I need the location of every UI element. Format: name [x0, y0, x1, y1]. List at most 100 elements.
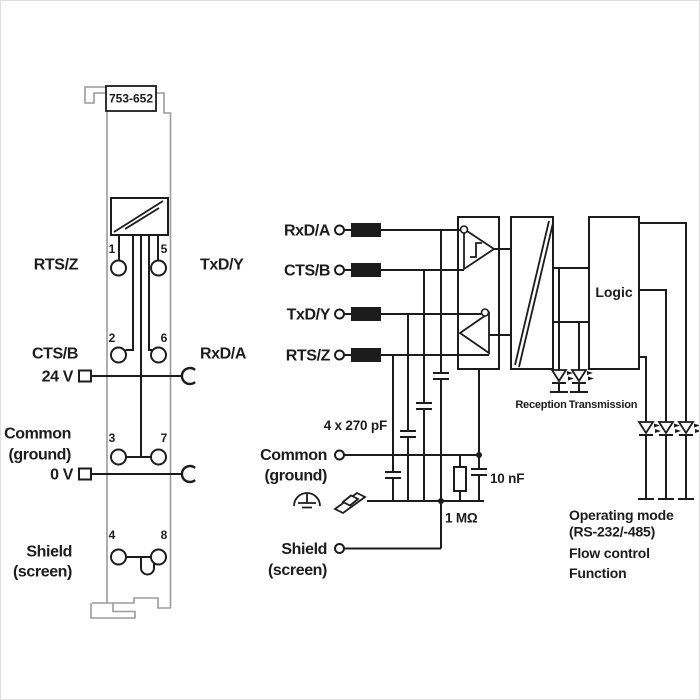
circuit-schematic: Logic [260, 216, 699, 581]
schematic-label-shield: Shield [281, 541, 327, 558]
schematic-wires [344, 222, 687, 550]
note-standard: (RS-232/-485) [569, 524, 655, 540]
led-arrow [695, 429, 699, 433]
logic-box [588, 216, 640, 370]
reception-led-icon [550, 369, 574, 393]
supply-0v-terminal-icon [78, 467, 92, 481]
terminal-common [334, 449, 345, 461]
part-number: 753-652 [109, 92, 153, 106]
earth-bars [298, 494, 316, 509]
status-led-3-icon [677, 421, 699, 500]
transmission-led-label: Transmission [569, 399, 638, 411]
module-label-ctsb: CTS/B [32, 346, 78, 363]
terminal-rtsz [334, 349, 345, 361]
led-cathode-bar [550, 382, 568, 393]
schematic-label-rxda: RxD/A [284, 223, 331, 240]
filter-block-txdy-icon [351, 307, 381, 321]
pin-7-label: 7 [161, 431, 168, 445]
filter-block-ctsb-icon [351, 263, 381, 277]
cap-10nf-value: 10 nF [490, 471, 524, 486]
led-arrow [568, 376, 574, 381]
led-cathode-bar [678, 434, 694, 500]
reception-led-label: Reception [515, 399, 567, 411]
led-triangle [677, 421, 695, 435]
filter-block-rtsz-icon [351, 348, 381, 362]
module-label-ground: (ground) [8, 447, 71, 464]
junction-dot-shield [438, 498, 444, 504]
module-label-screen: (screen) [13, 564, 72, 581]
transceiver-box [457, 216, 500, 370]
pin-6-contact [150, 346, 167, 364]
pin-7-contact [150, 448, 167, 466]
led-triangle [637, 421, 655, 435]
schematic-label-txdy: TxD/Y [287, 307, 331, 324]
schematic-label-screen: (screen) [268, 562, 327, 579]
module-label-txdy: TxD/Y [200, 257, 244, 274]
module-isolator-diagonal-icon [113, 200, 164, 233]
pin-6-label: 6 [161, 331, 168, 345]
led-arrow [674, 423, 680, 428]
led-arrow [587, 371, 593, 375]
din-rail-icon [333, 491, 367, 515]
resistor-1mohm-icon [453, 466, 467, 492]
cap-array-value: 4 x 270 pF [324, 418, 387, 433]
led-cathode-bar [658, 434, 674, 500]
pin-5-label: 5 [161, 242, 168, 256]
res-1mohm-value: 1 MΩ [445, 511, 478, 526]
filter-block-rxda-icon [351, 223, 381, 237]
receiver-triangle-icon [463, 227, 496, 271]
status-led-1-icon [637, 421, 661, 500]
pin-2-label: 2 [109, 331, 116, 345]
earth-arc [293, 492, 321, 507]
led-cathode-bar [638, 434, 654, 500]
isolation-barrier-box [510, 216, 554, 370]
pin-1-contact [110, 259, 127, 277]
led-arrow [588, 376, 594, 381]
led-triangle [570, 369, 588, 383]
transmission-led-icon [570, 369, 594, 393]
module-label-shield: Shield [26, 544, 72, 561]
note-flow-control: Flow control [569, 545, 650, 561]
terminal-ctsb [334, 264, 345, 276]
pin-8-label: 8 [161, 528, 168, 542]
part-number-box [105, 85, 157, 112]
led-cathode-bar [570, 382, 588, 393]
note-operating-mode: Operating mode [569, 507, 674, 523]
led-arrow [567, 371, 573, 375]
pin-3-label: 3 [109, 431, 116, 445]
led-triangle [550, 369, 568, 383]
pin-5-contact [150, 259, 167, 277]
pin-2-contact [110, 346, 127, 364]
driver-input-bubble-icon [480, 308, 490, 317]
schematic-label-rtsz: RTS/Z [286, 348, 331, 365]
schematic-label-ctsb: CTS/B [284, 263, 330, 280]
capacitor-plates-icon [385, 372, 487, 479]
cage-clamp-0v-icon [180, 464, 196, 484]
note-function: Function [569, 565, 627, 581]
logic-label: Logic [595, 284, 633, 300]
driver-triangle-icon [458, 311, 490, 355]
din-rail-flange [341, 494, 360, 507]
led-arrow [694, 423, 699, 428]
module-label-common: Common [4, 426, 71, 443]
terminal-rxda [334, 224, 345, 236]
module-housing-outline [84, 86, 172, 619]
supply-24v-terminal-icon [78, 369, 92, 383]
pin-4-label: 4 [109, 528, 116, 542]
receiver-input-bubble-icon [459, 225, 469, 234]
module-label-24v: 24 V [42, 369, 74, 386]
led-arrow [675, 429, 681, 433]
module-label-rxda: RxD/A [200, 346, 247, 363]
hysteresis-icon [470, 242, 482, 258]
status-led-2-icon [657, 421, 681, 500]
schematic-label-ground: (ground) [264, 468, 327, 485]
led-arrow [655, 429, 661, 433]
terminal-shield [334, 543, 345, 554]
led-arrow [654, 423, 660, 428]
module-label-rtsz: RTS/Z [34, 257, 79, 274]
io-module: 753-652 1 5 2 6 3 7 4 8 RTS/Z TxD/Y CTS/… [4, 85, 247, 619]
junction-dot-common [476, 452, 482, 458]
schematic-label-common: Common [260, 447, 327, 464]
